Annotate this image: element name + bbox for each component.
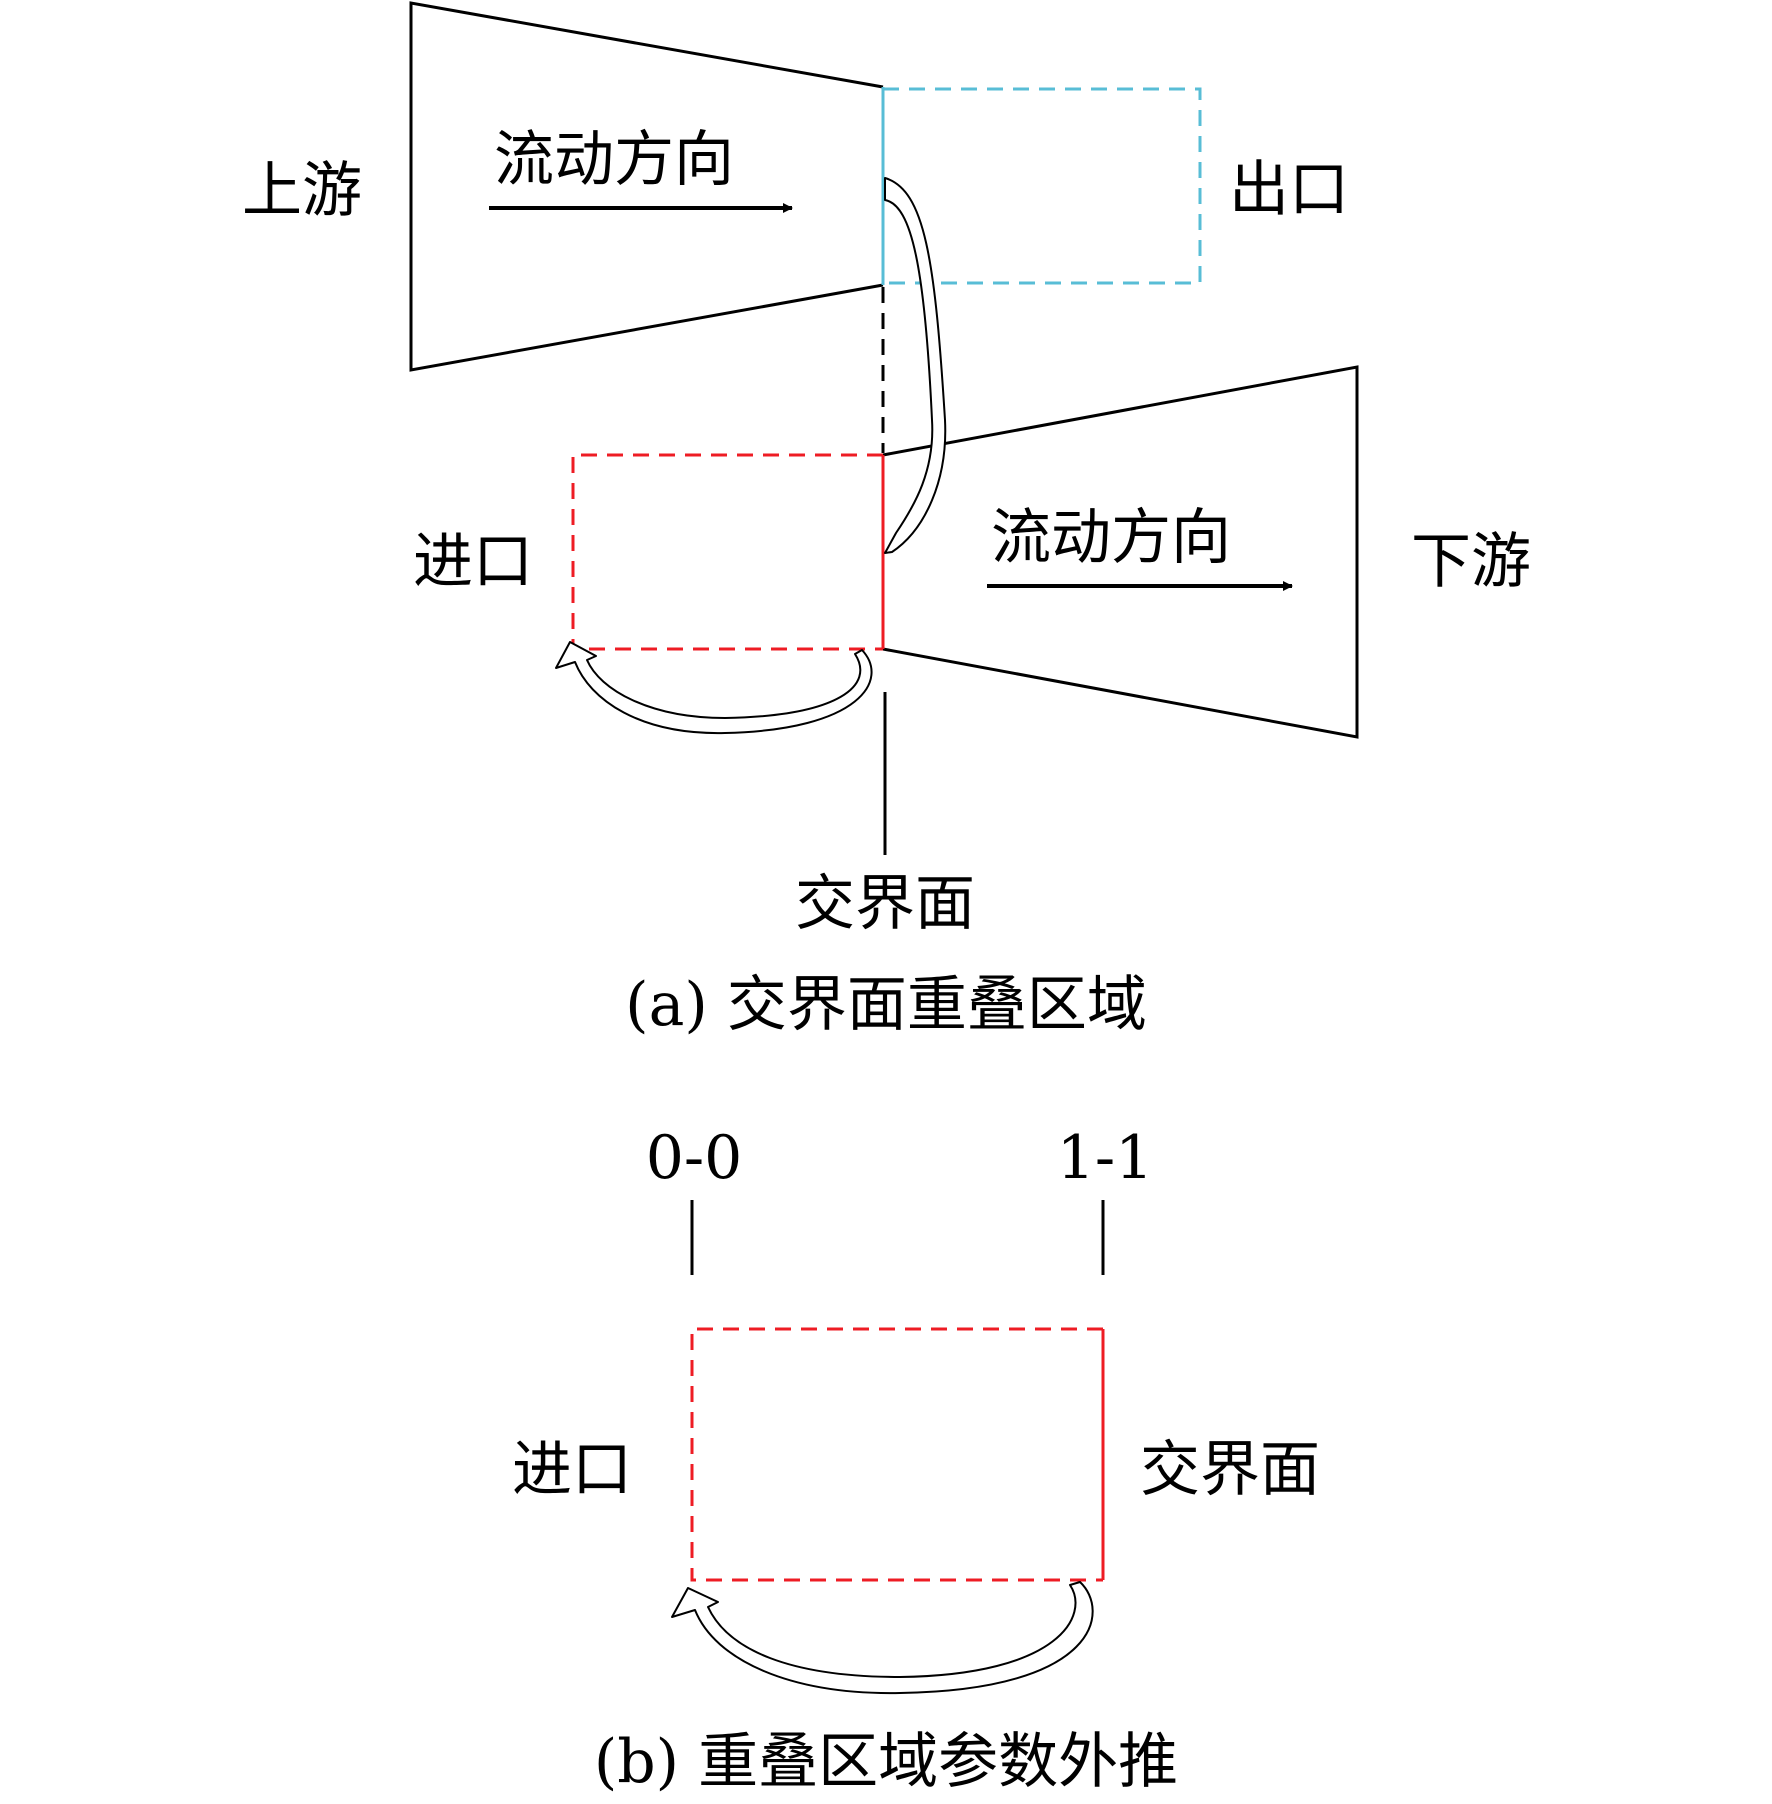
curved-transfer-arrow: [884, 177, 947, 554]
caption-a: (a) 交界面重叠区域: [625, 970, 1147, 1040]
outlet-dashed-box: [883, 87, 1202, 285]
curved-extrapolation-arrow-b: [671, 1581, 1094, 1695]
interface-label-b: 交界面: [1140, 1435, 1320, 1505]
downstream-flow-label: 流动方向: [991, 503, 1231, 573]
downstream-label: 下游: [1411, 527, 1531, 597]
part-b: 0-0 1-1 进口 交界面 (b) 重叠区域参数外推: [512, 1123, 1320, 1797]
caption-b: (b) 重叠区域参数外推: [594, 1727, 1178, 1797]
inlet-label-b: 进口: [512, 1435, 632, 1505]
inlet-dashed-box: [571, 453, 883, 651]
upstream-label: 上游: [242, 156, 362, 226]
curved-extrapolation-arrow-a: [555, 641, 873, 735]
inlet-label: 进口: [413, 527, 533, 597]
section-label-right: 1-1: [1057, 1123, 1154, 1193]
part-a: 上游 流动方向 出口 进口 流动方向 下游 交界面 (a) 交界面重叠区域: [242, 1, 1531, 1040]
overlap-dashed-box: [690, 1327, 1103, 1582]
downstream-domain: [882, 365, 1359, 739]
upstream-flow-label: 流动方向: [494, 125, 734, 195]
section-label-left: 0-0: [646, 1123, 743, 1193]
outlet-label: 出口: [1229, 155, 1349, 225]
interface-label: 交界面: [795, 869, 975, 939]
upstream-domain: [409, 1, 884, 372]
